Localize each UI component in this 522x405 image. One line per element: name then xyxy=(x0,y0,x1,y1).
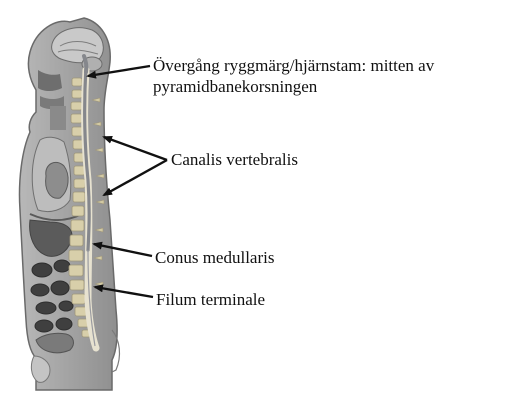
body-outline xyxy=(18,17,118,391)
label-transition-line2: pyramidbanekorsningen xyxy=(153,77,318,96)
liver xyxy=(29,219,73,257)
vertebral-column xyxy=(68,77,92,338)
brain xyxy=(51,27,104,64)
label-filum-terminale: Filum terminale xyxy=(156,290,266,309)
filum-terminale-strand xyxy=(87,249,96,347)
label-transition-line1: Övergång ryggmärg/hjärnstam: mitten av xyxy=(153,56,435,75)
intestines xyxy=(30,259,74,333)
label-canalis-vertebralis: Canalis vertebralis xyxy=(171,150,298,169)
label-conus-medullaris: Conus medullaris xyxy=(155,248,275,267)
spinal-cord xyxy=(83,64,91,252)
heart xyxy=(45,161,69,199)
label-transition: Övergång ryggmärg/hjärnstam: mitten av p… xyxy=(153,55,434,97)
